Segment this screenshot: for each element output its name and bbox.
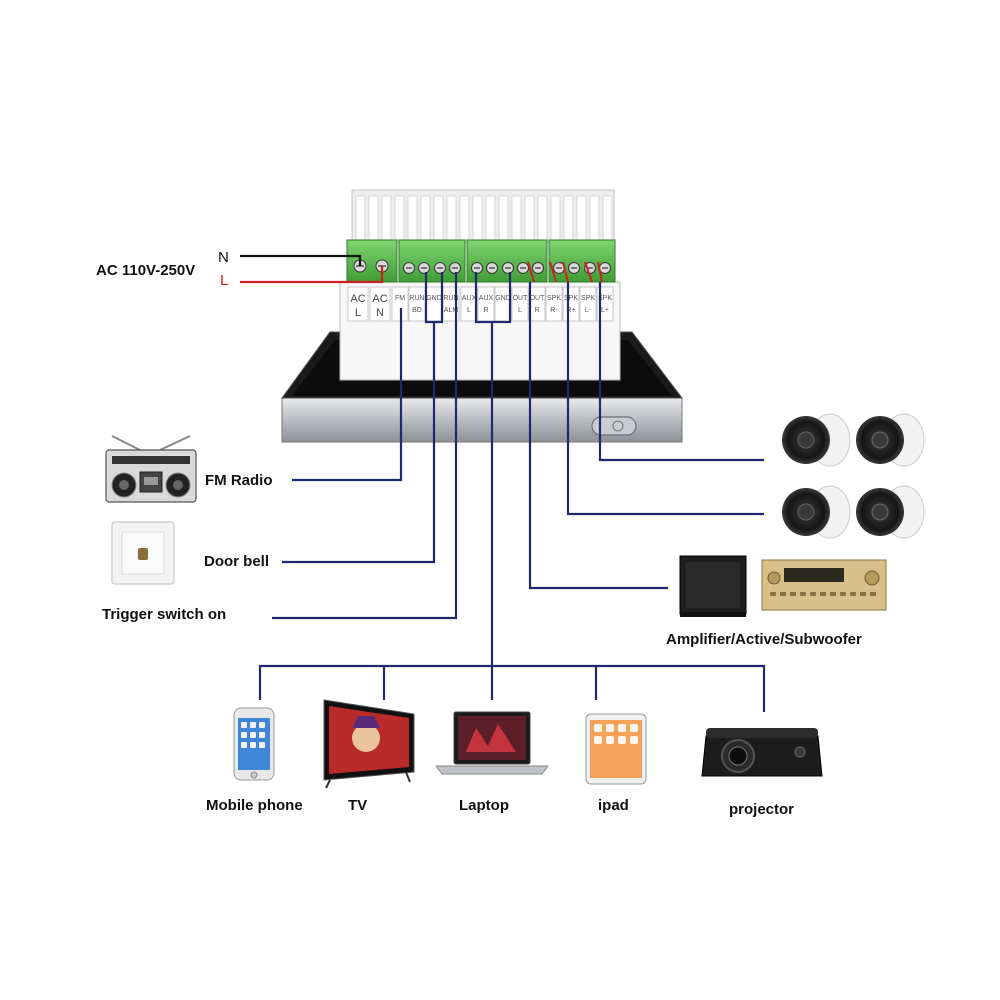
wires: [240, 254, 766, 712]
laptop-label: Laptop: [459, 797, 509, 814]
neutral-label: N: [218, 249, 229, 266]
terminal-label-bottom: L: [467, 307, 471, 314]
fm-radio-icon: [105, 435, 197, 503]
ipad-label: ipad: [598, 797, 629, 814]
wire-speakers-bottom: [566, 282, 764, 516]
speaker-terminal-block: [548, 239, 616, 283]
ceiling-speaker-icons: [782, 413, 925, 539]
wire-speakers-top: [598, 282, 764, 462]
terminal-label-top: RUN: [409, 295, 424, 302]
amplifier-icon: [761, 559, 887, 611]
terminal-label-bottom: BD: [412, 307, 422, 314]
terminal-label-top: OUT: [530, 295, 546, 302]
terminal-label-bottom: R: [534, 307, 539, 314]
door-bell-label: Door bell: [204, 553, 270, 570]
terminal-label-top: RUN: [443, 295, 458, 302]
terminal-label-top: AUX: [462, 295, 477, 302]
live-label: L: [220, 272, 229, 289]
terminal-label-top: GND: [495, 295, 511, 302]
terminal-label-top: AC: [350, 293, 365, 305]
wire-aux-bus: [258, 664, 766, 712]
terminal-label-top: SPK: [598, 295, 612, 302]
terminal-label-bottom: N: [376, 307, 384, 319]
laptop-icon: [435, 711, 549, 775]
terminal-label-bottom: L: [355, 307, 361, 319]
neutral-wire: [240, 254, 362, 266]
terminal-label-top: OUT: [513, 295, 529, 302]
projector-icon: [701, 728, 823, 777]
terminal-label-top: GND: [426, 295, 442, 302]
wire-fm-radio: [292, 308, 403, 482]
power-label: AC 110V-250V: [96, 262, 196, 279]
door-bell-icon: [111, 521, 175, 585]
terminal-label-top: AUX: [479, 295, 494, 302]
terminal-label-bottom: L+: [601, 307, 609, 314]
terminal-label-bottom: R+: [566, 307, 575, 314]
tv-label: TV: [348, 797, 368, 814]
terminal-label-bottom: R-: [550, 307, 558, 314]
terminal-label-bottom: L-: [585, 307, 592, 314]
wire-amplifier: [528, 282, 668, 590]
projector-label: projector: [729, 801, 795, 818]
tv-icon: [323, 699, 415, 789]
ipad-icon: [585, 713, 647, 785]
terminal-label-top: FM: [395, 295, 405, 302]
terminal-label-top: AC: [372, 293, 387, 305]
mobile-phone-label: Mobile phone: [206, 797, 303, 814]
mobile-phone-icon: [233, 707, 275, 781]
terminal-label-bottom: ALM: [444, 307, 459, 314]
live-wire: [240, 266, 384, 284]
trigger-switch-label: Trigger switch on: [102, 606, 227, 623]
amplifier-label: Amplifier/Active/Subwoofer: [666, 631, 862, 648]
wire-trigger: [272, 272, 458, 620]
power-terminal-block: [346, 239, 398, 283]
terminal-label-top: SPK: [564, 295, 578, 302]
subwoofer-icon: [679, 555, 747, 617]
terminal-label-top: SPK: [581, 295, 595, 302]
audio-terminal-block: [466, 239, 548, 283]
rocker-switch: [591, 416, 637, 436]
terminal-label-top: SPK: [547, 295, 561, 302]
wire-door-bell: [282, 322, 436, 564]
terminal-label-bottom: L: [518, 307, 522, 314]
fm-radio-label: FM Radio: [205, 472, 273, 489]
input-terminal-block: [398, 239, 466, 283]
terminal-label-bottom: R: [483, 307, 488, 314]
